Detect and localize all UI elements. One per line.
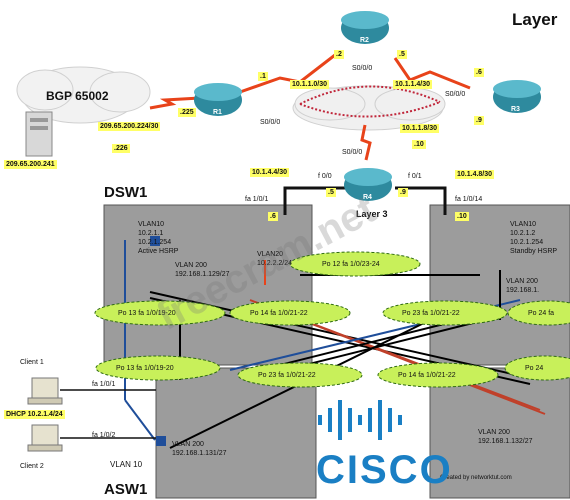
asw2-vlan200-ip: 192.168.1.132/27 xyxy=(478,438,533,445)
switch-icon xyxy=(150,236,160,246)
r4-left-end: .5 xyxy=(326,188,336,197)
r4-dsw1-net: 10.1.4.4/30 xyxy=(250,168,290,177)
switch-icon xyxy=(156,436,166,446)
bgp-label: BGP 65002 xyxy=(46,89,109,103)
router-r4-icon xyxy=(344,168,392,201)
dhcp-label: DHCP 10.2.1.4/24 xyxy=(4,410,65,419)
client2-label: Client 2 xyxy=(20,463,44,470)
dsw1-vlan10-role: Active HSRP xyxy=(138,248,179,255)
router-r3-icon xyxy=(493,80,541,113)
dsw2-vlan10-name: VLAN10 xyxy=(510,221,537,228)
r4-right-end: .9 xyxy=(398,188,408,197)
frame-relay-dotted xyxy=(299,85,441,118)
po13a-label: Po 13 fa 1/0/19-20 xyxy=(118,310,176,317)
r4-r3-end: .10 xyxy=(412,140,426,149)
asw1-port2: fa 1/0/2 xyxy=(92,432,116,439)
r1-bgp-end: .225 xyxy=(178,108,196,117)
server-ip: 209.65.200.241 xyxy=(4,160,57,169)
r2-s000-label: S0/0/0 xyxy=(352,65,373,72)
r3-top-end: .6 xyxy=(474,68,484,77)
dsw1-vlan10-ip1: 10.2.1.1 xyxy=(138,230,164,237)
server-link-end: .226 xyxy=(112,144,130,153)
asw1-vlan200-name: VLAN 200 xyxy=(172,441,204,448)
r4-f01-label: f 0/1 xyxy=(408,173,422,180)
dsw1-uplink-end: .6 xyxy=(268,212,278,221)
bgp-link-net: 209.65.200.224/30 xyxy=(98,122,161,131)
r2-r3-net: 10.1.1.4/30 xyxy=(393,80,433,89)
router-r4-label: R4 xyxy=(363,194,372,201)
r3-r4-net: 10.1.1.8/30 xyxy=(400,124,440,133)
dsw1-vlan200-ip: 192.168.1.129/27 xyxy=(175,271,230,278)
dsw2-vlan10-ip2: 10.2.1.254 xyxy=(510,239,544,246)
port-channel-ellipses xyxy=(94,251,570,388)
r4-dsw-links xyxy=(283,186,447,215)
router-r3-label: R3 xyxy=(511,106,520,113)
r4-dsw2-net: 10.1.4.8/30 xyxy=(455,170,495,179)
dsw1-vlan20-ip: 10.2.2.2/24 xyxy=(257,260,293,267)
router-r2-icon xyxy=(341,11,389,44)
po24b-label: Po 24 xyxy=(525,365,544,372)
client-links xyxy=(60,389,156,439)
r4-layer3-label: Layer 3 xyxy=(356,209,388,219)
bgp-cloud xyxy=(16,66,151,124)
diagram-title: Layer xyxy=(512,10,558,29)
po12-label: Po 12 fa 1/0/23-24 xyxy=(322,261,380,268)
client2-pc-icon xyxy=(27,424,63,452)
dsw2-vlan10-ip1: 10.2.1.2 xyxy=(510,230,536,237)
dsw2-uplink-port: fa 1/0/14 xyxy=(455,196,483,203)
r2-right-end: .5 xyxy=(397,50,407,59)
r2-left-end: .2 xyxy=(334,50,344,59)
po14b-label: Po 14 fa 1/0/21-22 xyxy=(398,372,456,379)
asw1-vlan10-label: VLAN 10 xyxy=(110,460,143,469)
r3-bottom-end: .9 xyxy=(474,116,484,125)
dsw2-vlan200-ip: 192.168.1. xyxy=(506,287,540,294)
r4-f00-label: f 0/0 xyxy=(318,173,332,180)
dsw1-box xyxy=(103,204,313,366)
asw1-port1: fa 1/0/1 xyxy=(92,381,116,388)
po23a-label: Po 23 fa 1/0/21-22 xyxy=(402,310,460,317)
po23b-label: Po 23 fa 1/0/21-22 xyxy=(258,372,316,379)
client1-pc-icon xyxy=(27,377,63,405)
po14a-label: Po 14 fa 1/0/21-22 xyxy=(250,310,308,317)
router-r1-icon xyxy=(194,83,242,116)
r1-r2-net: 10.1.1.0/30 xyxy=(290,80,330,89)
dsw1-vlan20-name: VLAN20 xyxy=(257,251,284,258)
asw2-box xyxy=(429,367,570,499)
dsw2-uplink-end: .10 xyxy=(455,212,469,221)
client1-label: Client 1 xyxy=(20,359,44,366)
frame-relay-cloud xyxy=(292,85,446,131)
asw2-vlan200-name: VLAN 200 xyxy=(478,429,510,436)
dsw1-vlan10-ip2: 10.2.1.254 xyxy=(138,239,172,246)
dsw1-uplink-port: fa 1/0/1 xyxy=(245,196,269,203)
router-r1-label: R1 xyxy=(213,109,222,116)
po24a-label: Po 24 fa xyxy=(528,310,555,317)
cisco-logo-text: CISCO xyxy=(316,448,453,492)
credit-label: Created by networktut.com xyxy=(440,475,512,481)
dsw2-vlan200-name: VLAN 200 xyxy=(506,278,538,285)
asw1-name: ASW1 xyxy=(104,481,148,498)
cisco-logo-icon xyxy=(318,400,402,440)
r3-s000-label: S0/0/0 xyxy=(445,91,466,98)
r1-link-end: .1 xyxy=(258,72,268,81)
asw1-vlan200-ip: 192.168.1.131/27 xyxy=(172,450,227,457)
dsw1-vlan10-name: VLAN10 xyxy=(138,221,165,228)
router-r2-label: R2 xyxy=(360,37,369,44)
server-icon xyxy=(25,111,53,157)
dsw1-name: DSW1 xyxy=(104,184,148,201)
asw1-box xyxy=(155,367,317,499)
r1-s000-label: S0/0/0 xyxy=(260,119,281,126)
po13b-label: Po 13 fa 1/0/19-20 xyxy=(116,365,174,372)
r4-s000-label: S0/0/0 xyxy=(342,149,363,156)
dsw2-vlan10-role: Standby HSRP xyxy=(510,248,558,255)
dsw1-vlan200-name: VLAN 200 xyxy=(175,262,207,269)
